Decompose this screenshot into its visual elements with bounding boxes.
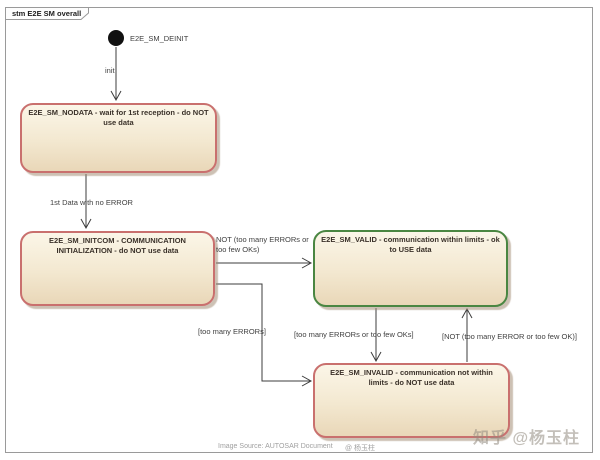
arrowhead-valid-invalid [370, 351, 382, 363]
state-valid-label: E2E_SM_VALID - communication within limi… [321, 235, 500, 255]
transition-label-valid-invalid: [too many ERRORs or too few OKs] [294, 330, 414, 339]
zhihu-watermark: 知乎 @杨玉柱 [473, 430, 581, 447]
state-nodata-label: E2E_SM_NODATA - wait for 1st reception -… [28, 108, 209, 128]
arrowhead-init [110, 90, 122, 102]
image-source-caption: Image Source: AUTOSAR Document [218, 443, 333, 450]
arrowhead-initcom-invalid [301, 375, 313, 387]
author-caption: @ 杨玉柱 [345, 445, 376, 452]
transition-label-init: init [105, 66, 115, 75]
state-valid: E2E_SM_VALID - communication within limi… [313, 230, 508, 307]
arrowhead-invalid-valid [461, 307, 473, 319]
state-invalid: E2E_SM_INVALID - communication not withi… [313, 363, 510, 438]
state-invalid-label: E2E_SM_INVALID - communication not withi… [330, 368, 493, 388]
transition-line-initcom-invalid [216, 283, 310, 382]
state-initcom: E2E_SM_INITCOM - COMMUNICATION INITIALIZ… [20, 231, 215, 306]
diagram-frame-border [5, 7, 593, 453]
initial-state-label: E2E_SM_DEINIT [130, 34, 189, 43]
state-initcom-label: E2E_SM_INITCOM - COMMUNICATION INITIALIZ… [49, 236, 186, 256]
transition-label-first-data: 1st Data with no ERROR [50, 198, 133, 207]
diagram-title: stm E2E SM overall [12, 9, 82, 18]
transition-label-initcom-valid: NOT (too many ERRORs or too few OKs) [216, 235, 309, 254]
arrowhead-first-data [80, 218, 92, 230]
arrowhead-initcom-valid [301, 257, 313, 269]
transition-label-invalid-valid: [NOT (too many ERROR or too few OK)] [442, 332, 577, 341]
transition-label-initcom-invalid: [too many ERRORs] [198, 327, 266, 336]
state-nodata: E2E_SM_NODATA - wait for 1st reception -… [20, 103, 217, 173]
initial-state-icon [108, 30, 124, 46]
diagram-frame-tab [5, 7, 89, 20]
